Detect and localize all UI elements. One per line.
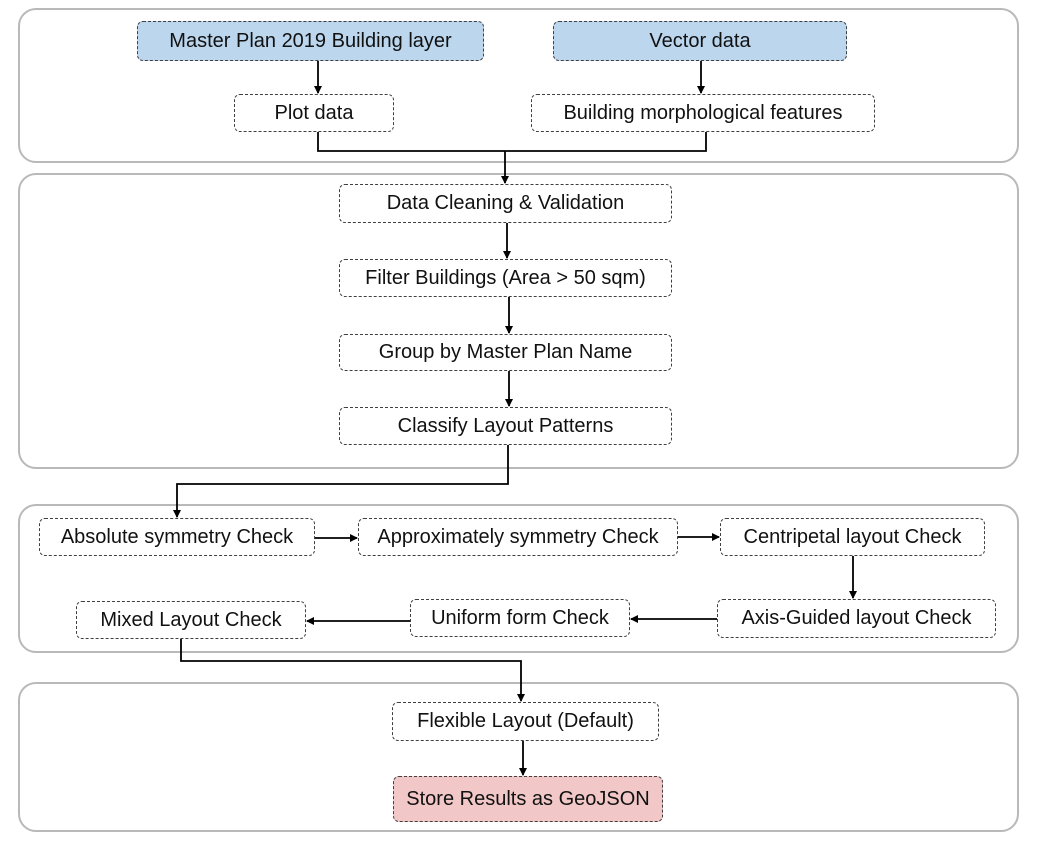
master-plan-layer-node: Master Plan 2019 Building layer [137, 21, 484, 61]
vector-data-node: Vector data [553, 21, 847, 61]
plot-data-node: Plot data [234, 94, 394, 132]
uniform-form-node: Uniform form Check [410, 599, 630, 637]
flexible-layout-node: Flexible Layout (Default) [392, 702, 659, 741]
approximately-symmetry-node: Approximately symmetry Check [358, 518, 678, 556]
absolute-symmetry-node: Absolute symmetry Check [39, 518, 315, 556]
store-geojson-node: Store Results as GeoJSON [393, 776, 663, 822]
data-cleaning-node: Data Cleaning & Validation [339, 184, 672, 223]
classify-layout-node: Classify Layout Patterns [339, 407, 672, 445]
axis-guided-layout-node: Axis-Guided layout Check [717, 599, 996, 638]
group-by-plan-node: Group by Master Plan Name [339, 334, 672, 371]
centripetal-layout-node: Centripetal layout Check [720, 518, 985, 556]
filter-buildings-node: Filter Buildings (Area > 50 sqm) [339, 259, 672, 297]
mixed-layout-node: Mixed Layout Check [76, 601, 306, 639]
morphological-features-node: Building morphological features [531, 94, 875, 132]
